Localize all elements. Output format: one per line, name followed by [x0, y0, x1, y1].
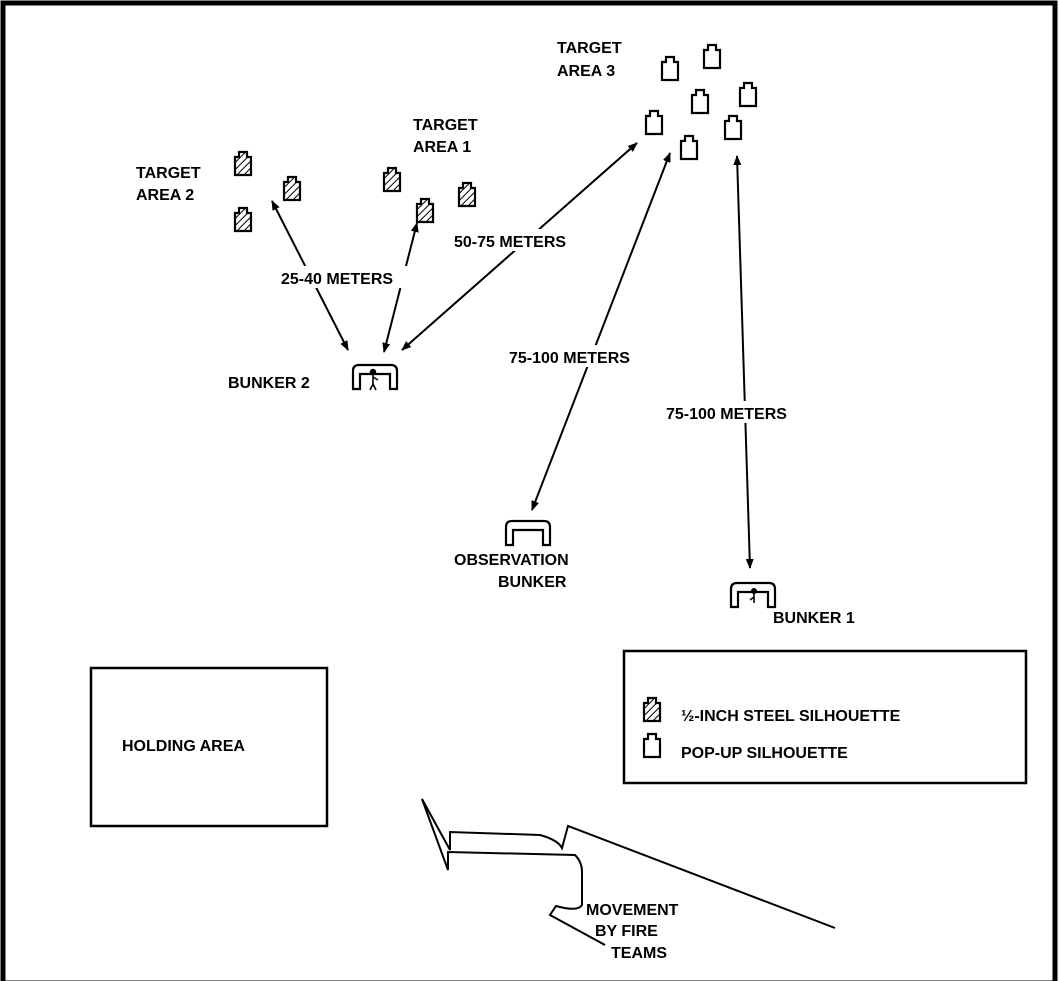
popup-silhouette-icon: [679, 134, 699, 161]
observation-bunker-label-line1: OBSERVATION: [454, 552, 569, 569]
popup-silhouette-icon: [723, 114, 743, 141]
target-area-3-label-line2: AREA 3: [557, 63, 615, 80]
popup-silhouette-icon: [644, 109, 664, 136]
target-area-2: [233, 150, 302, 233]
target-area-3-label-line1: TARGET: [557, 40, 622, 57]
holding-area-box: [89, 666, 329, 828]
bunker-2: [351, 363, 399, 391]
steel-silhouette-icon: [457, 181, 477, 208]
movement-label-line3: TEAMS: [611, 945, 667, 962]
steel-silhouette-icon: [642, 696, 662, 723]
distance-label-bunker1: 75-100 METERS: [666, 406, 787, 423]
bunker-1: [729, 581, 777, 609]
steel-silhouette-icon: [233, 206, 253, 233]
soldier-icon: [749, 587, 757, 603]
target-area-2-label-line1: TARGET: [136, 165, 201, 182]
arrow-bunker1-area3: [733, 155, 754, 569]
distance-label-25-40: 25-40 METERS: [281, 271, 393, 288]
popup-silhouette-icon: [660, 55, 680, 82]
arrow-observation-area3: [531, 152, 671, 511]
steel-silhouette-icon: [282, 175, 302, 202]
movement-arrow-upper-edge: [421, 798, 836, 929]
target-area-2-label-line2: AREA 2: [136, 187, 194, 204]
distance-label-observation: 75-100 METERS: [509, 350, 630, 367]
holding-area-label: HOLDING AREA: [122, 738, 245, 755]
legend-box: [622, 649, 1028, 785]
popup-silhouette-icon: [690, 88, 710, 115]
movement-label-line2: BY FIRE: [595, 923, 658, 940]
movement-label-line1: MOVEMENT: [586, 902, 679, 919]
target-area-1-label-line2: AREA 1: [413, 139, 471, 156]
bunker-2-label: BUNKER 2: [228, 375, 310, 392]
legend-steel-label: ½-INCH STEEL SILHOUETTE: [681, 708, 901, 725]
steel-silhouette-icon: [415, 197, 435, 224]
steel-silhouette-icon: [233, 150, 253, 177]
steel-silhouette-icon: [382, 166, 402, 193]
popup-silhouette-icon: [702, 43, 722, 70]
legend-popup-label: POP-UP SILHOUETTE: [681, 745, 848, 762]
target-area-3: [644, 43, 758, 161]
bunker-icon: [729, 581, 777, 609]
observation-bunker-icon: [504, 519, 552, 547]
bunker-icon: [351, 363, 399, 391]
movement-arrow-lower-edge: [421, 798, 606, 946]
popup-silhouette-icon: [642, 732, 662, 759]
target-area-1: [382, 166, 477, 224]
target-area-1-label-line1: TARGET: [413, 117, 478, 134]
popup-silhouette-icon: [738, 81, 758, 108]
soldier-icon: [369, 368, 379, 391]
bunker-1-label: BUNKER 1: [773, 610, 855, 627]
observation-bunker-label-line2: BUNKER: [498, 574, 567, 591]
distance-label-50-75: 50-75 METERS: [454, 234, 566, 251]
